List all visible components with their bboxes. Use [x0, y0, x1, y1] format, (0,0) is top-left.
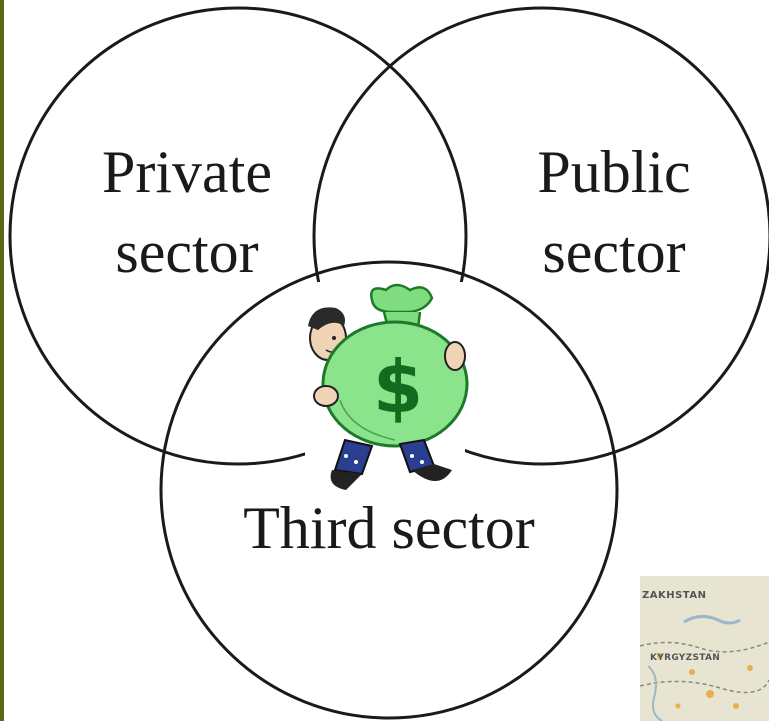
man-legs	[330, 438, 452, 490]
slide-left-edge	[0, 0, 4, 721]
label-private-line2: sector	[115, 219, 258, 285]
label-private-line1: Private	[102, 139, 272, 205]
label-public-line1: Public	[537, 139, 690, 205]
label-third-sector: Third sector	[243, 495, 535, 561]
map-label-kyrgyzstan: KYRGYZSTAN	[650, 653, 720, 663]
dollar-sign: $	[373, 345, 423, 429]
circle-third-sector	[159, 260, 619, 720]
circle-private-sector	[8, 6, 468, 466]
map-label-kazakhstan: ZAKHSTAN	[642, 590, 706, 601]
circle-public-sector	[312, 6, 769, 466]
label-public-line2: sector	[542, 219, 685, 285]
map-thumbnail: ZAKHSTAN KYRGYZSTAN	[640, 576, 769, 721]
map-thumbnail-graphic: ZAKHSTAN KYRGYZSTAN	[640, 576, 769, 721]
money-bag-man-illustration: $	[305, 282, 469, 496]
money-bag	[321, 320, 469, 448]
